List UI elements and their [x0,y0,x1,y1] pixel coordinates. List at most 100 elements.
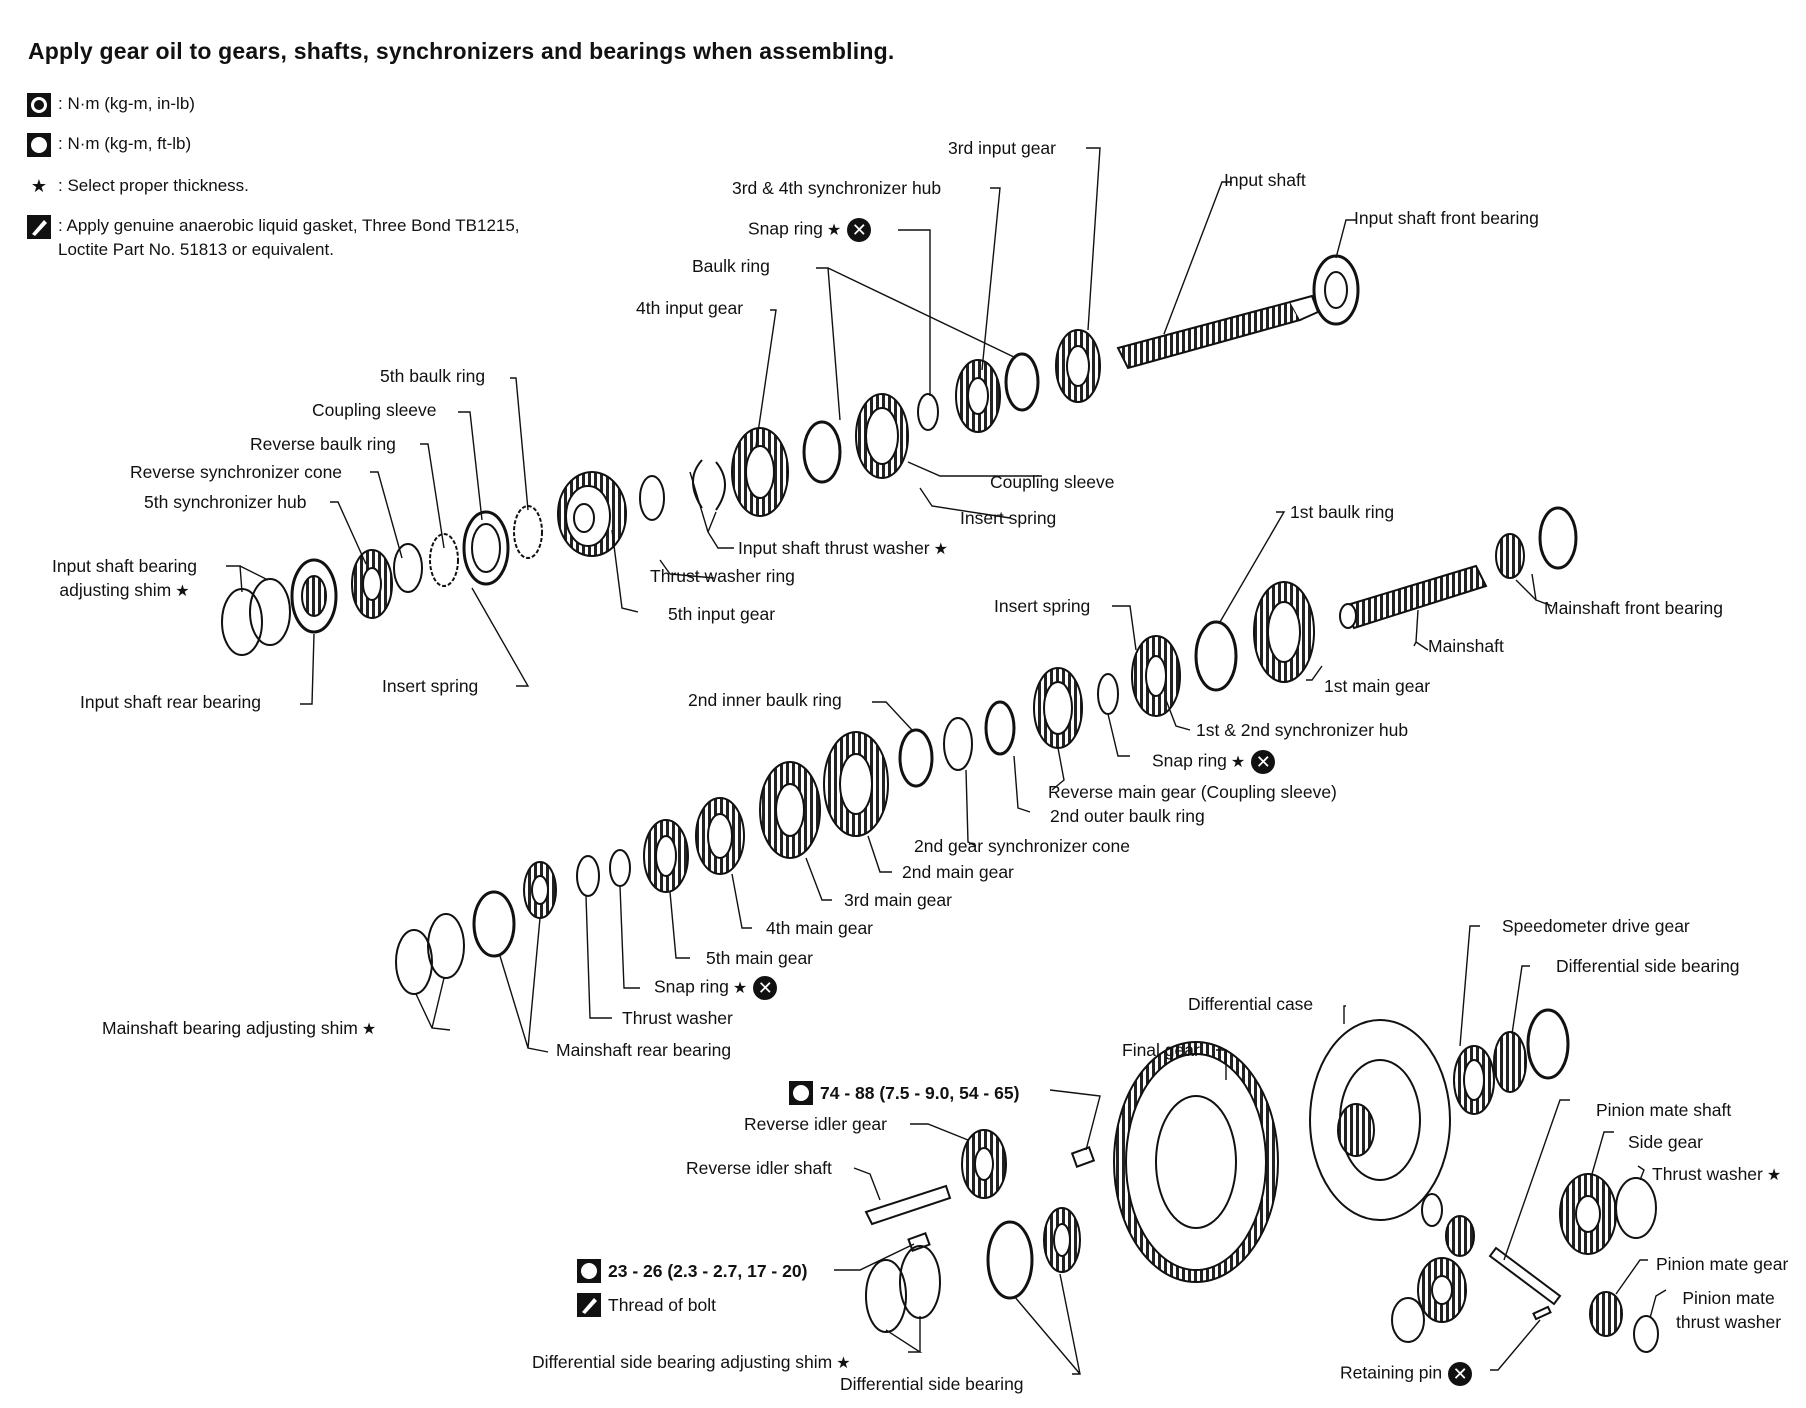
diff-shim-2 [899,1245,941,1319]
do-not-reuse-icon: ✕ [1251,750,1276,774]
torque-value: 23 - 26 (2.3 - 2.7, 17 - 20) [608,1260,808,1281]
label-pinion-mate-thrust-washer: Pinion mate thrust washer [1676,1288,1782,1332]
star-icon: ★ [30,176,48,196]
label-insert-spring-right: Insert spring [994,596,1091,616]
shim-ring-2 [249,578,291,646]
label-insert-spring-left: Insert spring [382,676,479,696]
final-gear-bolt [1070,1146,1096,1168]
do-not-reuse-icon: ✕ [1448,1362,1473,1386]
fifth-baulk-ring [513,505,543,559]
label-reverse-idler-gear: Reverse idler gear [744,1114,887,1134]
label-text: Thrust washer [1652,1164,1763,1184]
label-text: Mainshaft bearing adjusting shim [102,1018,358,1038]
label-pinion-mate-shaft: Pinion mate shaft [1596,1100,1732,1120]
label-input-shaft: Input shaft [1224,170,1306,190]
input-front-bearing [1312,254,1360,326]
input-rear-bearing [290,558,338,634]
label-fourth-input-gear: 4th input gear [636,298,744,318]
label-mainshaft-rear-bearing: Mainshaft rear bearing [556,1040,732,1060]
label-fifth-input-gear: 5th input gear [668,604,776,624]
legend-text: : N·m (kg-m, in-lb) [58,94,195,113]
label-input-shaft-thrust-washer: Input shaft thrust washer★ [738,538,948,559]
pinion-mate-shaft [1488,1246,1562,1306]
label-fifth-main-gear: 5th main gear [706,948,814,968]
label-text: Differential side bearing adjusting shim [532,1352,833,1372]
label-thrust-washer-ring: Thrust washer ring [650,566,795,586]
label-third-fourth-sync-hub: 3rd & 4th synchronizer hub [732,178,942,198]
label-snap-ring-top: Snap ring★✕ [748,218,872,242]
mainshaft-body [1342,564,1488,630]
label-first-baulk-ring: 1st baulk ring [1290,502,1395,522]
thrust-washer-ring-main [576,855,600,897]
torque-wrench-filled-icon [27,93,51,117]
label-mainshaft-front-bearing: Mainshaft front bearing [1544,598,1723,618]
label-text: Input shaft bearing adjusting shim [52,556,197,600]
star-icon: ★ [732,979,748,997]
label-thrust-washer-diff: Thrust washer★ [1652,1164,1781,1185]
label-second-inner-baulk-ring: 2nd inner baulk ring [688,690,842,710]
label-input-shaft-rear-bearing: Input shaft rear bearing [80,692,261,712]
label-snap-ring-low: Snap ring★✕ [654,976,778,1000]
snap-ring-mid [1097,673,1119,715]
retaining-pin [1532,1305,1552,1321]
label-first-main-gear: 1st main gear [1324,676,1431,696]
reverse-baulk-ring [429,533,459,587]
label-retaining-pin: Retaining pin✕ [1340,1362,1473,1386]
main-front-bearing [1495,533,1525,579]
legend-text: : N·m (kg-m, ft-lb) [58,134,192,153]
main-shim-1 [395,929,433,995]
diff-side-bearing-top-race [1526,1008,1570,1080]
pinion-mate-thrust-washer [1633,1315,1659,1353]
star-icon: ★ [361,1021,377,1038]
label-reverse-main-gear: Reverse main gear (Coupling sleeve) [1048,782,1337,802]
diff-shim-1 [865,1259,907,1333]
main-front-bearing-race [1538,506,1578,570]
label-insert-spring-mid: Insert spring [960,508,1057,528]
snap-ring-text: Snap ring [748,218,823,239]
do-not-reuse-icon: ✕ [847,218,872,242]
label-reverse-idler-shaft: Reverse idler shaft [686,1158,832,1178]
thrust-washer-left [1421,1193,1443,1227]
label-fourth-main-gear: 4th main gear [766,918,874,938]
pinion-mate-left [1445,1215,1475,1257]
label-baulk-ring: Baulk ring [692,256,770,276]
legend-torque-in-lb: : N·m (kg-m, in-lb) [26,92,195,118]
label-text: Thread of bolt [608,1294,716,1315]
label-differential-side-bearing-bottom: Differential side bearing [840,1374,1024,1394]
baulk-ring-b [1004,352,1040,412]
legend-text: : Apply genuine anaerobic liquid gasket,… [58,216,520,259]
label-thread-of-bolt: Thread of bolt [576,1292,716,1323]
legend-torque-ft-lb: : N·m (kg-m, ft-lb) [26,132,191,158]
second-inner-baulk [898,728,934,788]
label-thrust-washer: Thrust washer [622,1008,733,1028]
snap-ring-top [917,393,939,431]
label-input-shaft-bearing-shim: Input shaft bearing adjusting shim★ [52,554,197,604]
label-mainshaft: Mainshaft [1428,636,1504,656]
label-text: Retaining pin [1340,1362,1443,1383]
label-pinion-mate-gear: Pinion mate gear [1656,1254,1789,1274]
label-reverse-baulk-ring: Reverse baulk ring [250,434,396,454]
label-input-shaft-front-bearing: Input shaft front bearing [1354,208,1539,228]
label-third-main-gear: 3rd main gear [844,890,952,910]
label-text: Snap ring [1152,750,1227,771]
input-shaft-body [1116,300,1302,370]
label-coupling-sleeve-left: Coupling sleeve [312,400,437,420]
label-differential-side-bearing-top: Differential side bearing [1556,956,1740,976]
baulk-ring-a [802,420,842,484]
torque-wrench-outline-icon [577,1259,601,1283]
label-fifth-baulk-ring: 5th baulk ring [380,366,486,386]
second-gear-sync-cone [943,717,973,771]
label-second-outer-baulk-ring: 2nd outer baulk ring [1050,806,1205,826]
star-icon: ★ [1230,753,1246,771]
label-snap-ring-mid: Snap ring★ ✕ [1152,750,1276,774]
star-icon: ★ [175,583,190,600]
pinion-mate-right [1589,1291,1623,1337]
label-torque-idler-shaft: 23 - 26 (2.3 - 2.7, 17 - 20) [576,1258,807,1289]
star-icon: ★ [1766,1167,1782,1184]
legend-text: : Select proper thickness. [58,176,249,195]
label-diff-side-bearing-shim: Differential side bearing adjusting shim… [532,1352,851,1373]
thrust-washer-right [1615,1177,1657,1239]
label-final-gear: Final gear [1122,1040,1200,1060]
star-icon: ★ [933,541,948,558]
